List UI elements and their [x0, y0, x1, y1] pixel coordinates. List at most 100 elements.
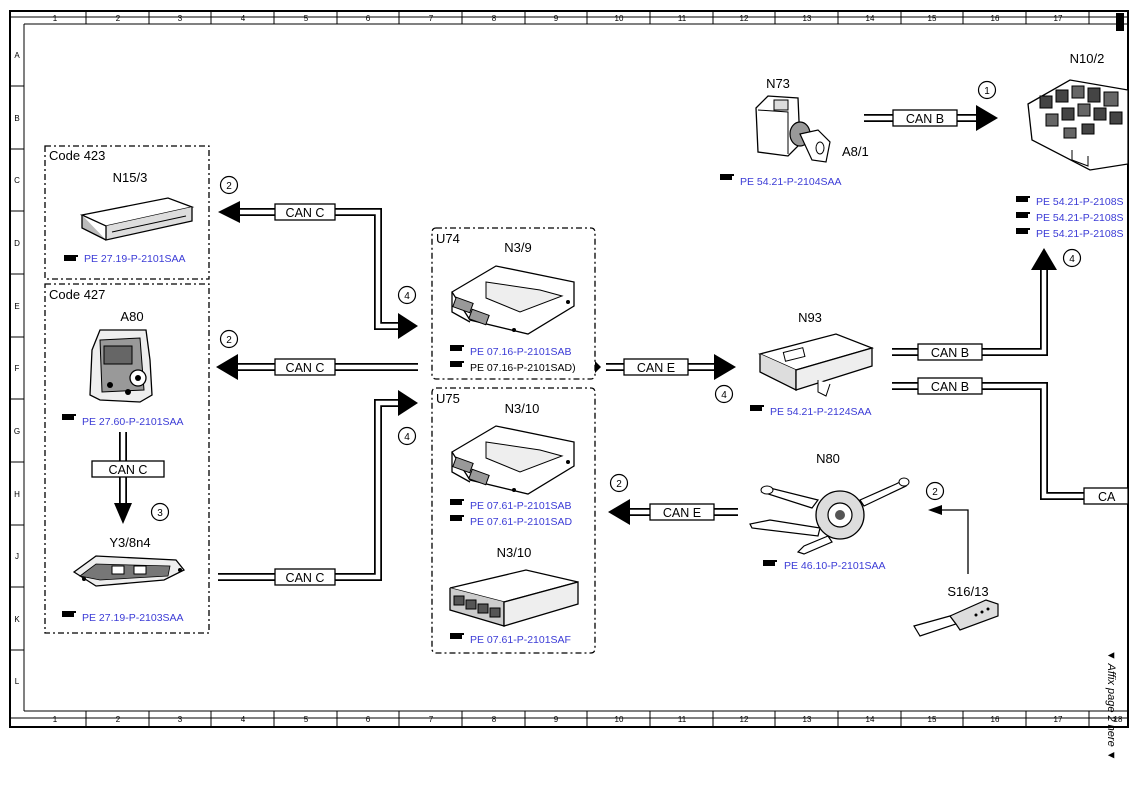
ignition-switch-image — [755, 95, 831, 163]
component-s16-13[interactable]: S16/13 — [913, 584, 999, 637]
engine-control-unit-image — [449, 569, 579, 627]
row-label: G — [14, 427, 20, 436]
marker-2c: 2 — [609, 473, 629, 493]
grid-rows: A B C D E F G H J K L — [10, 51, 24, 686]
col-label: 13 — [803, 14, 812, 23]
component-name: S16/13 — [947, 584, 988, 599]
row-label: J — [15, 552, 19, 561]
bus-can-c-a80: CAN C — [216, 354, 418, 380]
reference-hand-icon — [450, 515, 464, 521]
component-a80[interactable]: A80 PE 27.60-P-2101SAA — [62, 309, 184, 428]
col-label: 5 — [304, 715, 309, 724]
selector-lever-image — [913, 599, 999, 637]
col-label: 12 — [740, 14, 749, 23]
engine-control-unit-image — [451, 425, 575, 495]
row-label: D — [14, 239, 20, 248]
bus-label: CAN B — [931, 380, 969, 394]
side-note-text: ▼ Affix page 2 here ▼ — [1105, 650, 1117, 761]
marker-2b: 2 — [219, 329, 239, 349]
reference-link[interactable]: PE 54.21-P-2108S — [1036, 196, 1124, 208]
bus-label: CAN B — [906, 112, 944, 126]
col-label: 1 — [53, 715, 58, 724]
reference-hand-icon — [750, 405, 764, 411]
col-label: 15 — [928, 715, 937, 724]
component-a8-1: A8/1 — [842, 144, 869, 159]
bus-label: CAN C — [286, 571, 325, 585]
actuator-image — [89, 329, 153, 403]
col-label: 15 — [928, 14, 937, 23]
marker-number: 2 — [226, 335, 232, 346]
row-label: H — [14, 490, 20, 499]
marker-4c: 4 — [714, 384, 734, 404]
bus-label: CAN E — [663, 506, 701, 520]
col-label: 7 — [429, 715, 434, 724]
fuse-relay-module-image — [1027, 79, 1129, 171]
col-label: 9 — [554, 14, 559, 23]
marker-number: 2 — [932, 487, 938, 498]
component-name: N73 — [766, 76, 790, 91]
component-n3-10-b[interactable]: N3/10 PE 07.61-P-2101SAF — [449, 545, 579, 646]
component-n3-9[interactable]: N3/9 PE 07.16-P-2101SAB PE 07.16-P-2101S… — [450, 240, 576, 374]
row-label: C — [14, 176, 20, 185]
reference-link[interactable]: PE 07.61-P-2101SAF — [470, 634, 571, 646]
component-n10-2[interactable]: N10/2 PE 54.21-P-2108S PE 54.21-P-2108S … — [1016, 51, 1129, 240]
reference-link[interactable]: PE 07.16-P-2101SAB — [470, 346, 572, 358]
col-label: 18 — [1114, 715, 1123, 724]
group-code427: Code 427 — [44, 283, 210, 634]
reference-link[interactable]: PE 54.21-P-2104SAA — [740, 176, 842, 188]
row-label: L — [15, 677, 20, 686]
group-label: Code 427 — [49, 287, 105, 302]
component-n73[interactable]: N73 PE 54.21-P-2104SAA — [720, 76, 842, 188]
reference-link[interactable]: PE 54.21-P-2124SAA — [770, 406, 872, 418]
marker-number: 4 — [404, 291, 410, 302]
component-name: N15/3 — [113, 170, 148, 185]
group-label: Code 423 — [49, 148, 105, 163]
side-note: ▼ Affix page 2 here ▼ — [1105, 650, 1117, 761]
marker-4d: 4 — [1062, 248, 1082, 268]
row-label: K — [14, 615, 20, 624]
signal-s16-13-n80 — [928, 505, 969, 574]
component-n80[interactable]: N80 PE 46.10-P-2101SAA — [749, 451, 910, 572]
reference-link[interactable]: PE 07.16-P-2101SAD) — [470, 362, 576, 374]
component-name: A80 — [120, 309, 143, 324]
row-label: E — [14, 302, 19, 311]
bus-label: CAN C — [109, 463, 148, 477]
grid-columns: 1 2 3 4 5 6 7 8 9 10 11 12 13 14 15 16 1… — [53, 11, 1123, 727]
group-code423: Code 423 — [44, 145, 210, 280]
col-label: 14 — [866, 14, 875, 23]
reference-hand-icon — [62, 611, 76, 617]
reference-link[interactable]: PE 27.19-P-2101SAA — [84, 253, 186, 265]
reference-hand-icon — [450, 499, 464, 505]
reference-link[interactable]: PE 46.10-P-2101SAA — [784, 560, 886, 572]
col-label: 6 — [366, 715, 371, 724]
reference-link[interactable]: PE 54.21-P-2108S — [1036, 228, 1124, 240]
marker-4a: 4 — [397, 285, 417, 305]
col-label: 1 — [53, 14, 58, 23]
component-name: N93 — [798, 310, 822, 325]
component-y3-8n4[interactable]: Y3/8n4 PE 27.19-P-2103SAA — [62, 535, 186, 624]
reference-link[interactable]: PE 07.61-P-2101SAB — [470, 500, 572, 512]
reference-link[interactable]: PE 54.21-P-2108S — [1036, 212, 1124, 224]
reference-hand-icon — [450, 633, 464, 639]
col-label: 9 — [554, 715, 559, 724]
col-label: 6 — [366, 14, 371, 23]
marker-number: 3 — [157, 508, 163, 519]
reference-hand-icon — [62, 414, 76, 420]
reference-link[interactable]: PE 27.19-P-2103SAA — [82, 612, 184, 624]
col-label: 13 — [803, 715, 812, 724]
bus-can-c-a80-y3: CAN C — [91, 432, 165, 524]
group-label: U75 — [436, 391, 460, 406]
component-n93[interactable]: N93 PE 54.21-P-2124SAA — [750, 310, 875, 418]
marker-number: 1 — [984, 86, 990, 97]
reference-link[interactable]: PE 07.61-P-2101SAD — [470, 516, 573, 528]
group-label: U74 — [436, 231, 460, 246]
valve-body-image — [72, 555, 186, 587]
component-n15-3[interactable]: N15/3 PE 27.19-P-2101SAA — [64, 170, 195, 265]
marker-1: 1 — [977, 80, 997, 100]
component-n3-10-a[interactable]: N3/10 PE 07.61-P-2101SAB PE 07.61-P-2101… — [450, 401, 575, 528]
bus-can-c-y3: CAN C — [218, 390, 418, 586]
col-label: 4 — [241, 14, 246, 23]
reference-link[interactable]: PE 27.60-P-2101SAA — [82, 416, 184, 428]
row-label: F — [15, 364, 20, 373]
